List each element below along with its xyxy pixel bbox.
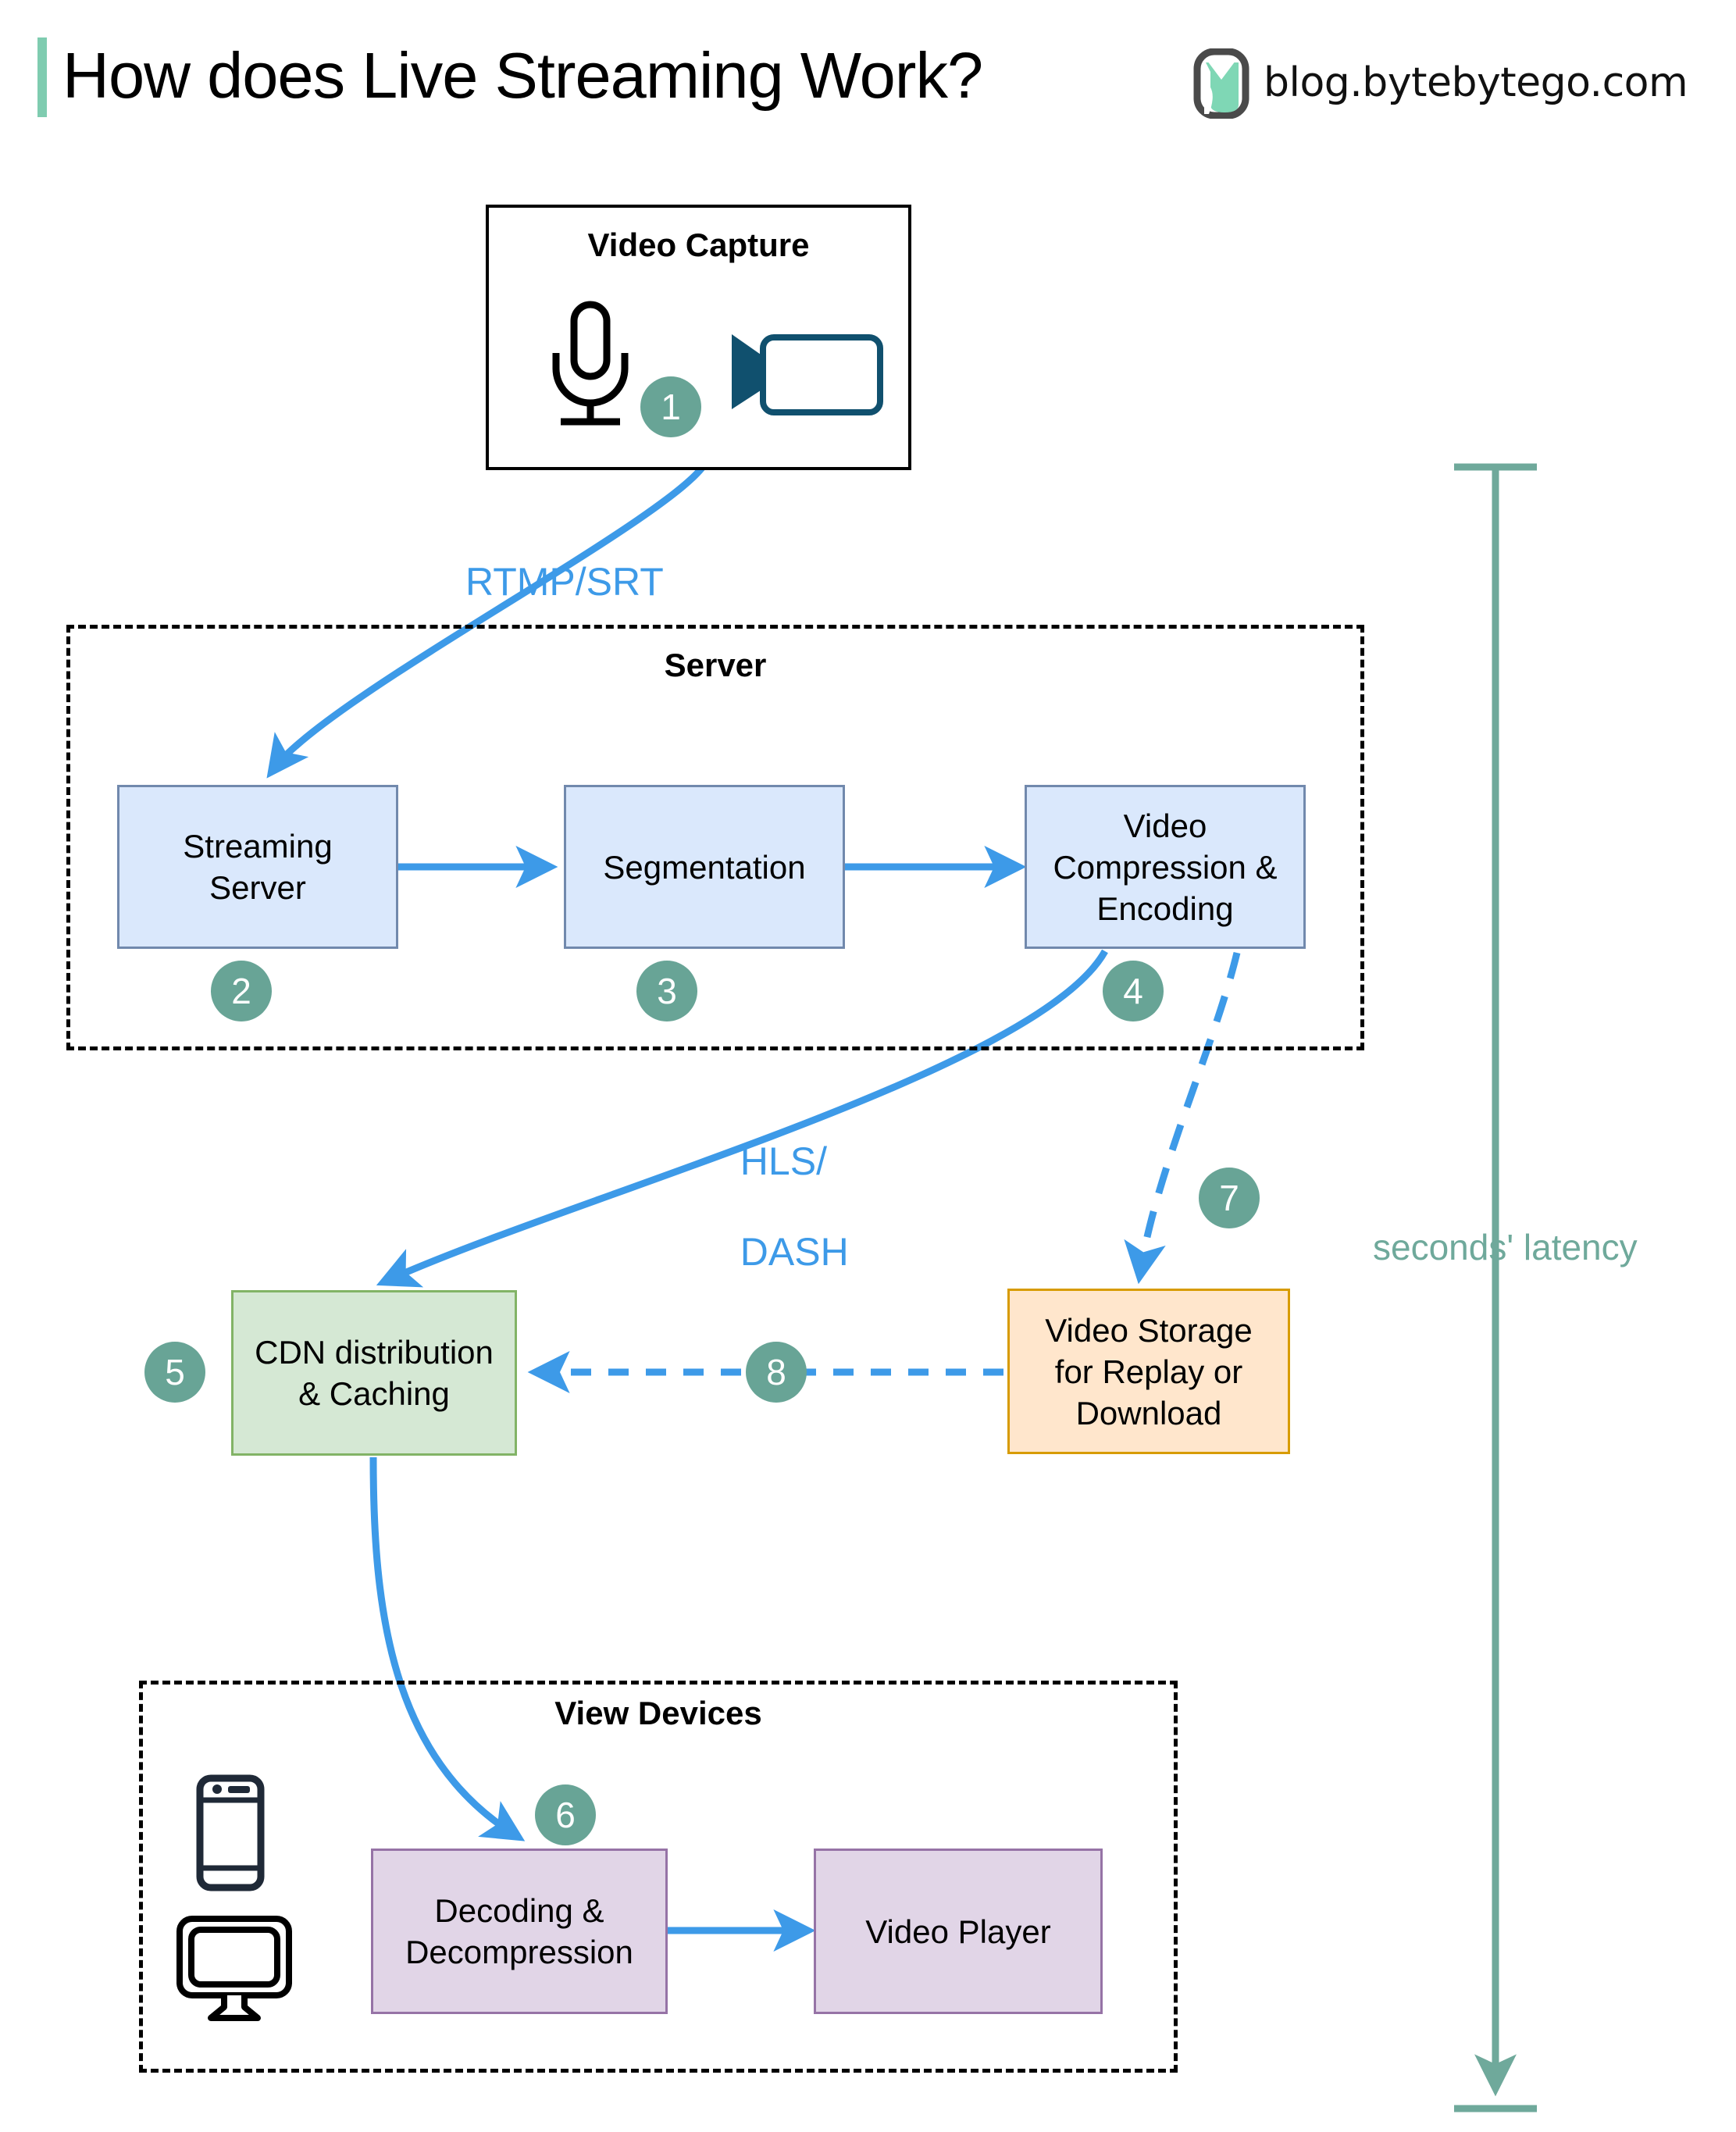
brand-watermark: blog.bytebytego.com [1193,45,1709,120]
edge-label-hls: HLS/ [740,1139,827,1183]
node-video-player-label: Video Player [865,1913,1051,1950]
edge-label-dash: DASH [740,1230,849,1274]
node-streaming-server[interactable]: Streaming Server [117,785,398,949]
title-accent-bar [37,37,47,117]
badge-1: 1 [640,376,701,437]
node-storage-line2: for Replay or [1054,1353,1243,1390]
node-video-compression[interactable]: Video Compression & Encoding [1025,785,1306,949]
badge-6: 6 [535,1784,596,1845]
edge-label-rtmp-srt: RTMP/SRT [465,560,664,604]
badge-8: 8 [746,1342,807,1403]
node-segmentation[interactable]: Segmentation [564,785,845,949]
node-decoding-line2: Decompression [405,1934,633,1970]
badge-4: 4 [1103,961,1164,1021]
node-decoding[interactable]: Decoding & Decompression [371,1849,668,2014]
node-compression-line2: Compression & [1053,848,1278,886]
node-cdn-line2: & Caching [298,1375,450,1412]
edge-label-hls-dash: HLS/ DASH [718,1093,849,1275]
badge-7: 7 [1199,1168,1260,1228]
badge-5: 5 [144,1342,205,1403]
node-compression-line1: Video [1123,807,1207,844]
bytebytego-logo-icon [1193,48,1249,119]
node-cdn-distribution[interactable]: CDN distribution & Caching [231,1290,517,1456]
desktop-monitor-icon [176,1916,292,2021]
video-camera-icon [732,334,883,415]
view-devices-group [139,1681,1178,2073]
badge-3: 3 [636,961,697,1021]
server-group [66,625,1364,1050]
page-title: How does Live Streaming Work? [62,39,983,112]
brand-text: blog.bytebytego.com [1264,59,1688,106]
video-capture-title: Video Capture [587,226,810,263]
server-group-title: Server [664,647,767,683]
node-streaming-server-line2: Server [209,869,306,906]
view-devices-title: View Devices [554,1695,762,1731]
node-storage-line1: Video Storage [1045,1311,1253,1349]
node-video-storage[interactable]: Video Storage for Replay or Download [1007,1289,1290,1454]
latency-annotation: seconds' latency [1373,1227,1638,1267]
node-compression-line3: Encoding [1096,890,1234,927]
node-cdn-line1: CDN distribution [255,1334,494,1371]
smartphone-icon [196,1774,265,1891]
microphone-icon [552,301,629,426]
node-video-player[interactable]: Video Player [814,1849,1103,2014]
badge-2: 2 [211,961,272,1021]
node-decoding-line1: Decoding & [434,1892,604,1929]
node-segmentation-label: Segmentation [603,848,806,886]
node-storage-line3: Download [1075,1394,1222,1431]
node-streaming-server-line1: Streaming [183,828,333,865]
